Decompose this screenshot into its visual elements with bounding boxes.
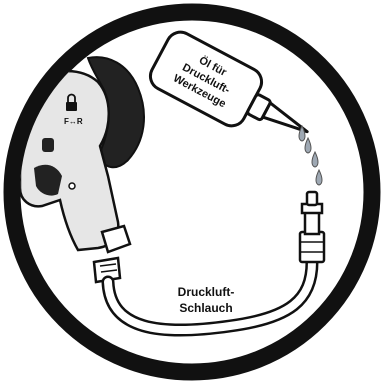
- coupling-plug: [307, 192, 317, 205]
- direction-marking: F↔R: [64, 117, 83, 126]
- coupling-nut: [300, 232, 324, 262]
- hose-label-line-2: Schlauch: [179, 301, 232, 315]
- coupling-body: [305, 212, 319, 234]
- screw-detail: [69, 183, 75, 189]
- hose-label-line-1: Druckluft-: [178, 285, 235, 299]
- reverse-switch: [42, 138, 54, 152]
